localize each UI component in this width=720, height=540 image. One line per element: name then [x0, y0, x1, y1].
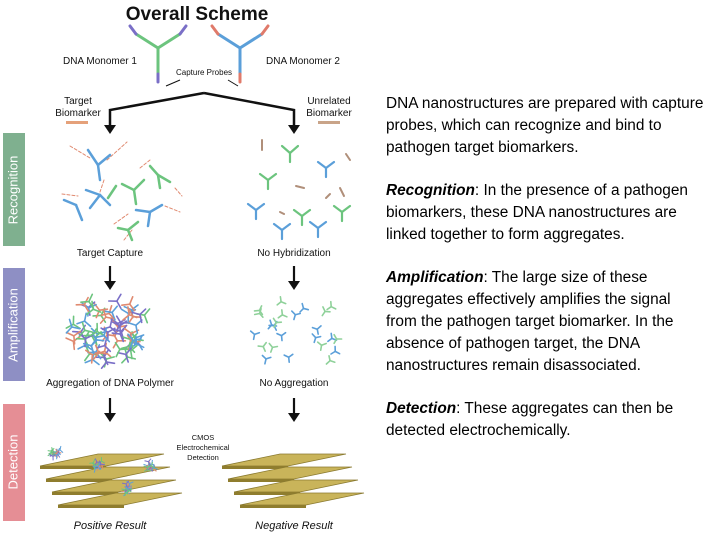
dna-monomer-1-label: DNA Monomer 1 — [63, 56, 137, 67]
dna-monomer-2-label: DNA Monomer 2 — [266, 56, 340, 67]
capture-probe-pointers — [165, 79, 239, 87]
negative-result-label: Negative Result — [255, 520, 334, 532]
dna-monomer-1-icon — [128, 24, 188, 84]
down-arrow-icon — [104, 281, 116, 290]
stage-tab-amplification: Amplification — [3, 268, 25, 381]
target-biomarker-icon — [66, 121, 88, 124]
detection-term: Detection — [386, 400, 457, 418]
no-hybridization-monomers — [246, 139, 352, 241]
svg-text:Amplification: Amplification — [5, 288, 20, 362]
branch-arrow-lines — [108, 91, 296, 125]
dna-monomer-2-icon — [210, 24, 270, 84]
recognition-term: Recognition — [386, 182, 475, 200]
arrows-to-amplification — [108, 266, 296, 282]
recognition-paragraph: Recognition: In the presence of a pathog… — [386, 182, 688, 243]
target-capture-network — [61, 141, 183, 242]
dispersed-monomers-icon — [249, 295, 343, 365]
arrows-to-detection — [108, 398, 296, 414]
positive-electrode-array — [39, 445, 183, 508]
no-aggregation-label: No Aggregation — [260, 378, 329, 389]
down-arrow-icon — [288, 125, 300, 134]
down-arrow-icon — [288, 281, 300, 290]
aggregation-label: Aggregation of DNA Polymer — [46, 378, 175, 389]
positive-result-label: Positive Result — [74, 520, 148, 532]
down-arrow-icon — [104, 125, 116, 134]
amplification-paragraph: Amplification: The large size of these a… — [386, 269, 674, 374]
overall-scheme-diagram: Overall Scheme DNA Monomer 1 DNA Monomer… — [3, 4, 365, 532]
scheme-title: Overall Scheme — [126, 4, 269, 25]
unrelated-biomarker-icon — [318, 121, 340, 124]
stage-tab-recognition: Recognition — [3, 133, 25, 246]
down-arrow-icon — [104, 413, 116, 422]
scheme-description: DNA nanostructures are prepared with cap… — [386, 93, 704, 464]
negative-electrode-array — [221, 453, 365, 508]
down-arrow-icon — [288, 413, 300, 422]
amplification-term: Amplification — [386, 269, 484, 287]
stage-tab-detection: Detection — [3, 404, 25, 521]
target-capture-label: Target Capture — [77, 248, 144, 259]
svg-text:Detection: Detection — [5, 435, 20, 490]
detection-paragraph: Detection: These aggregates can then be … — [386, 400, 674, 439]
svg-text:Recognition: Recognition — [5, 156, 20, 225]
no-hybridization-label: No Hybridization — [257, 248, 330, 259]
capture-probes-label: Capture Probes — [176, 68, 232, 77]
intro-paragraph: DNA nanostructures are prepared with cap… — [386, 95, 704, 156]
dna-polymer-aggregate-icon — [65, 293, 151, 370]
